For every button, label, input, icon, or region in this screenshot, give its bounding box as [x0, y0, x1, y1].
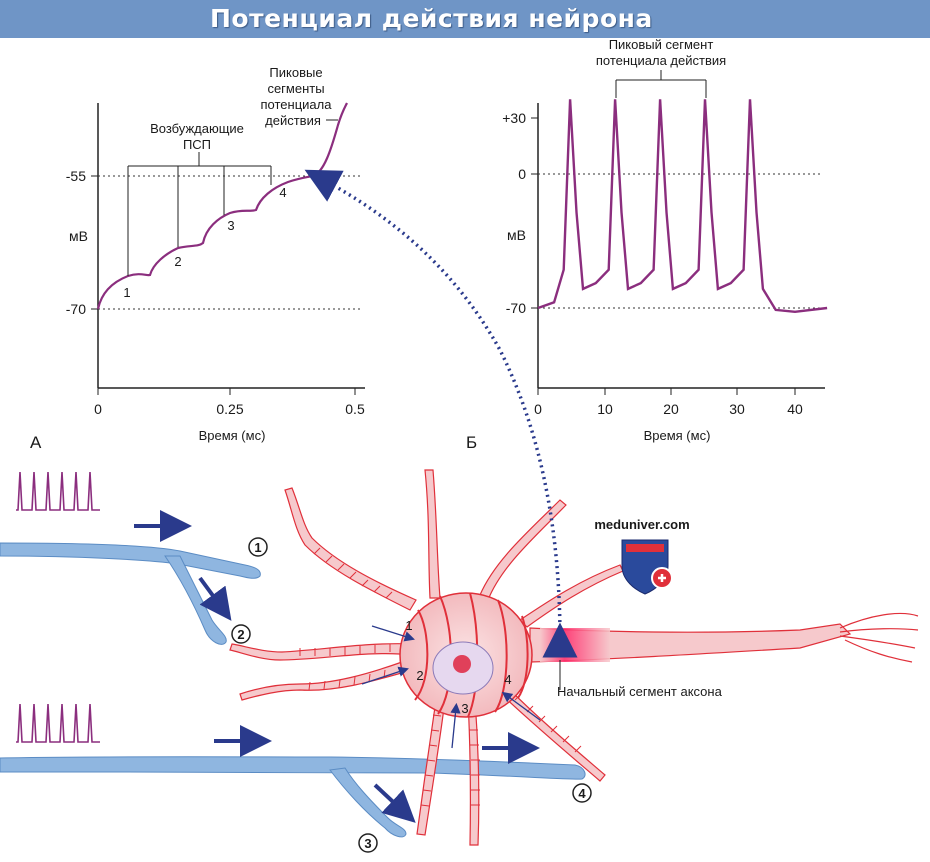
chart-b-spike-bracket — [615, 70, 707, 98]
chart-b-xtick-label: 40 — [787, 401, 803, 417]
chart-a-ytick-label: -70 — [66, 301, 86, 317]
chart-a: -55 -70 мВ 0 0.25 0.5 Время (мс) 1 2 3 4… — [30, 65, 365, 452]
presynaptic-axon-bottom — [0, 756, 586, 838]
chart-a-step-number: 2 — [174, 254, 181, 269]
chart-b-ytick-label: -70 — [506, 300, 526, 316]
chart-a-y-label: мВ — [69, 228, 88, 244]
chart-a-step-number: 1 — [123, 285, 130, 300]
chart-a-epsp-label: ПСП — [183, 137, 211, 152]
synapse-marker: 3 — [358, 833, 378, 853]
chart-a-x-label: Время (мс) — [199, 428, 266, 443]
watermark: meduniver.com — [594, 517, 690, 595]
chart-b-x-label: Время (мс) — [644, 428, 711, 443]
presynaptic-axon-top — [0, 542, 261, 645]
axon-initial-segment-label: Начальный сегмент аксона — [557, 684, 723, 699]
chart-b-xtick-label: 30 — [729, 401, 745, 417]
axon-initial-segment — [540, 628, 610, 662]
chart-a-xtick-label: 0.5 — [345, 401, 365, 417]
chart-a-epsp-label: Возбуждающие — [150, 121, 244, 136]
flow-arrows — [134, 510, 540, 823]
soma-input-number: 4 — [504, 672, 511, 687]
arrow-down-icon — [373, 783, 416, 823]
medical-cross-plus — [658, 574, 666, 582]
chart-b-ytick-label: +30 — [502, 110, 526, 126]
svg-text:3: 3 — [364, 836, 371, 851]
neuron-diagram: 1 2 3 4 1 2 3 4 Начальный сегмент аксона — [0, 469, 919, 853]
threshold-connector-arrow — [304, 169, 578, 658]
chart-a-spike-label: сегменты — [267, 81, 324, 96]
synapse-marker: 2 — [231, 624, 251, 644]
chart-a-step-number: 3 — [227, 218, 234, 233]
chart-b: +30 0 -70 мВ 0 10 20 30 40 Время (мс) Пи… — [466, 37, 828, 452]
chart-b-ytick-label: 0 — [518, 166, 526, 182]
soma-input-number: 1 — [405, 618, 412, 633]
svg-text:2: 2 — [237, 627, 244, 642]
svg-text:1: 1 — [254, 540, 261, 555]
watermark-text: meduniver.com — [594, 517, 689, 532]
soma-input-number: 2 — [416, 668, 423, 683]
synapse-marker: 1 — [248, 537, 268, 557]
chart-a-epsp-bracket — [127, 152, 272, 276]
chart-a-xtick-label: 0.25 — [216, 401, 243, 417]
chart-b-trace — [537, 99, 828, 314]
chart-a-spike-label: потенциала — [261, 97, 333, 112]
chart-a-trace — [96, 102, 348, 310]
page-title: Потенциал действия нейрона — [210, 4, 653, 33]
chart-a-spike-label: действия — [265, 113, 321, 128]
chart-b-spike-label: потенциала действия — [596, 53, 726, 68]
arrow-down-icon — [198, 576, 232, 621]
input-spike-train — [16, 703, 100, 743]
soma-input-number: 3 — [461, 701, 468, 716]
title-banner: Потенциал действия нейрона — [0, 0, 930, 38]
chart-a-step-number: 4 — [279, 185, 286, 200]
panel-label-b: Б — [466, 433, 477, 452]
chart-b-y-label: мВ — [507, 227, 526, 243]
axon-terminals — [839, 612, 919, 663]
chart-a-ytick-label: -55 — [66, 168, 86, 184]
shield-stripe — [626, 544, 664, 552]
chart-a-spike-label: Пиковые — [269, 65, 322, 80]
nucleolus — [453, 655, 471, 673]
chart-b-xtick-label: 10 — [597, 401, 613, 417]
panel-label-a: А — [30, 433, 42, 452]
synapse-marker: 4 — [572, 783, 592, 803]
chart-b-spike-label: Пиковый сегмент — [609, 37, 714, 52]
chart-a-xtick-label: 0 — [94, 401, 102, 417]
chart-b-xtick-label: 0 — [534, 401, 542, 417]
input-spike-train — [16, 471, 100, 511]
chart-b-xtick-label: 20 — [663, 401, 679, 417]
svg-text:4: 4 — [578, 786, 586, 801]
